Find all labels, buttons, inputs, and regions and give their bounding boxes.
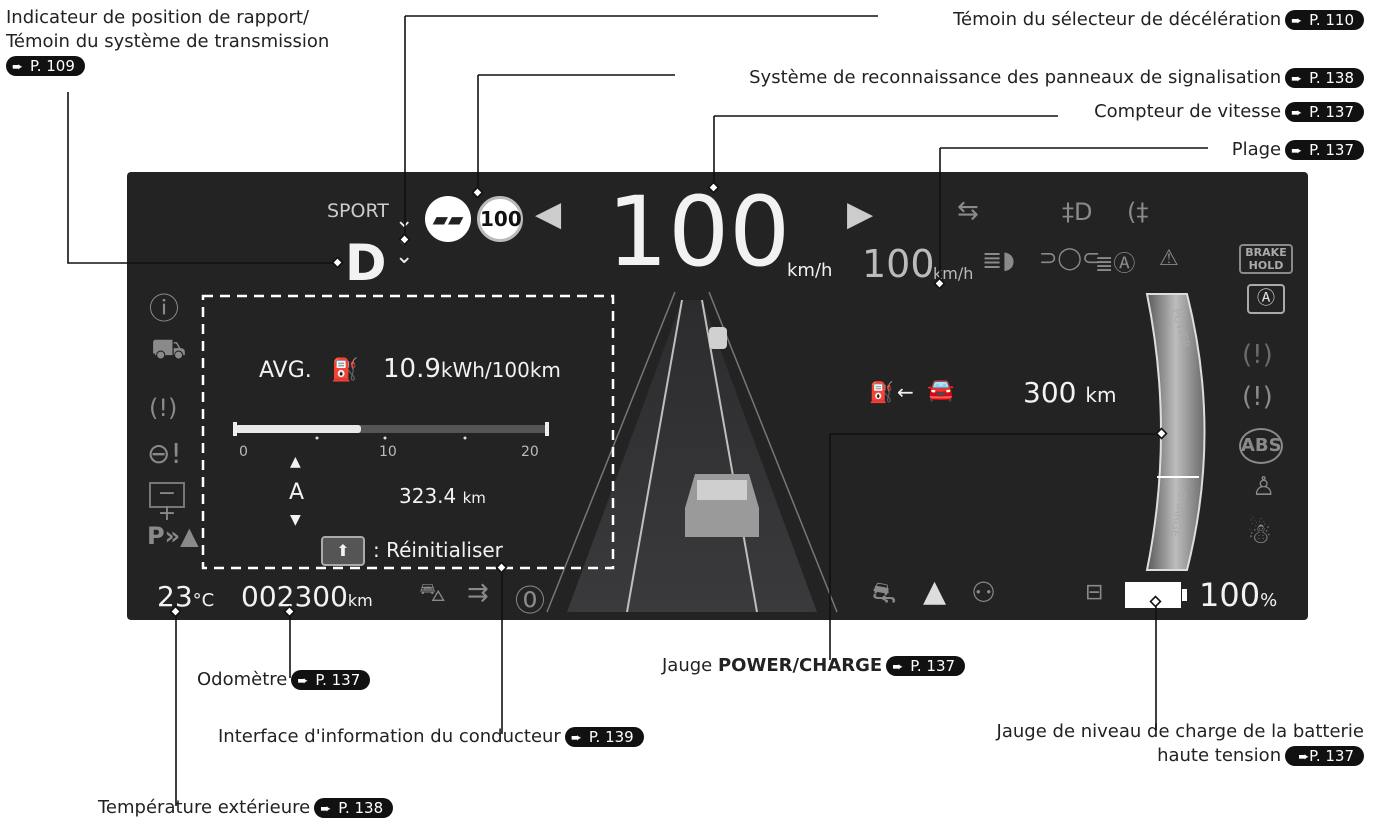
arrow-right-icon: ▶ xyxy=(847,194,874,234)
road-graphic xyxy=(201,291,1206,613)
fog-light-icon: ‡D xyxy=(1062,198,1093,226)
scale-20: 20 xyxy=(521,444,539,460)
arrow-icon: ➨ xyxy=(297,674,309,689)
charger-icon: ⛽ xyxy=(331,358,359,383)
trip-label: A xyxy=(289,480,305,505)
lane-keep-icon: ▲ xyxy=(923,574,947,609)
auto-headlight-icon: ≣Ⓐ xyxy=(1095,252,1136,277)
arrow-icon: ➨ xyxy=(320,802,332,817)
page-ref-pill[interactable]: ➨P. 137 xyxy=(886,656,966,676)
no-overtaking-sign-icon: ▰▰ xyxy=(425,196,471,242)
battery-icon: − + xyxy=(149,482,185,525)
range-car-icon: 🚘 xyxy=(927,378,955,403)
brake-warning-icon: (!) xyxy=(1242,340,1273,370)
callout-gear: Indicateur de position de rapport/ Témoi… xyxy=(6,6,329,78)
odometer: 002300km xyxy=(241,580,373,613)
avg-consumption: 10.9kWh/100km xyxy=(383,354,561,384)
arrow-icon: ➨ xyxy=(892,660,904,675)
seatbelt-icon: ♙ xyxy=(1252,472,1276,502)
aux-battery-icon: ⊟ xyxy=(1085,580,1104,605)
door-open-icon: ⛍ xyxy=(419,578,446,608)
abs-icon: ABS xyxy=(1239,428,1283,464)
instrument-cluster: SPORT D ⌄⌄⌄ ▰▰ 100 ◀ 100 km/h ▶ 100 km/h… xyxy=(127,172,1308,620)
arrow-icon: ➨ xyxy=(570,731,582,746)
range-arrow-icon: ← xyxy=(897,380,914,404)
speed-limit-sign: 100 xyxy=(477,196,523,242)
range-value: 300 km xyxy=(1023,376,1117,409)
headlight-icon: ≣◗ xyxy=(982,246,1015,274)
acc-icon: ⛐ xyxy=(872,576,897,609)
outside-temp: 23°C xyxy=(157,580,215,613)
auto-stop-icon: Ⓐ xyxy=(1247,284,1285,314)
page-ref-pill[interactable]: ➨P. 110 xyxy=(1285,10,1364,30)
arrow-icon: ➨ xyxy=(1291,106,1303,121)
key-icon: ⓪ xyxy=(515,584,545,619)
callout-speedometer: Compteur de vitesse➨P. 137 xyxy=(1094,100,1364,124)
tpms-icon: (!) xyxy=(149,394,178,422)
info-icon: ⓘ xyxy=(149,292,179,327)
speed-unit: km/h xyxy=(787,260,833,281)
callout-decel: Témoin du sélecteur de décélération➨P. 1… xyxy=(953,8,1364,32)
callout-odometer: Odomètre➨P. 137 xyxy=(197,668,371,692)
reset-label: : Réinitialiser xyxy=(373,538,503,562)
callout-range: Plage➨P. 137 xyxy=(1232,138,1364,162)
side-light-icon: ⊃◯⊂ xyxy=(1039,246,1101,271)
page-ref-pill[interactable]: ➨P. 138 xyxy=(1285,68,1364,88)
set-speed: 100 xyxy=(862,242,935,286)
brake-system-icon: (!) xyxy=(1242,382,1273,412)
trip-distance: 323.4 km xyxy=(399,484,486,508)
arrow-icon: ➨ xyxy=(1291,14,1303,29)
range-charger-icon: ⛽ xyxy=(869,380,894,404)
skid-icon: ⛟ xyxy=(151,332,187,365)
driver-info-box xyxy=(201,294,615,570)
page-ref-pill[interactable]: ➨P. 138 xyxy=(314,798,394,818)
lead-car-icon xyxy=(709,327,727,349)
gear-indicator: D xyxy=(345,234,387,292)
page-ref-pill[interactable]: ➨P. 139 xyxy=(564,727,644,747)
page-ref-pill[interactable]: ➨P. 137 xyxy=(1285,140,1364,160)
callout-temperature: Température extérieure➨P. 138 xyxy=(98,796,394,820)
arrow-icon: ➨ xyxy=(1291,72,1303,87)
rear-fog-icon: (‡ xyxy=(1127,198,1149,226)
callout-driver-info: Interface d'information du conducteur➨P.… xyxy=(218,725,644,749)
arrow-icon: ➨ xyxy=(12,60,23,75)
scale-10: 10 xyxy=(379,444,397,460)
callout-power-gauge: Jauge POWER/CHARGE➨P. 137 xyxy=(662,654,966,678)
steering-warning-icon: ⊖! xyxy=(147,437,182,470)
arrow-icon: ➨ xyxy=(1291,144,1303,159)
power-charge-gauge xyxy=(1145,293,1206,571)
lane-assist-icon: ⇉ xyxy=(467,578,489,608)
reset-button-icon[interactable]: ⬆ xyxy=(321,536,365,566)
speedometer: 100 xyxy=(607,176,791,288)
page-ref-pill[interactable]: ➨P. 137 xyxy=(1285,746,1364,766)
trip-up-arrow-icon[interactable]: ▲ xyxy=(290,454,301,470)
page-ref-pill[interactable]: ➨P. 137 xyxy=(1285,102,1364,122)
arrow-icon: ➨ xyxy=(1298,750,1310,765)
avg-label: AVG. xyxy=(259,358,312,383)
car-alert-icon: ⚠ xyxy=(1159,246,1179,271)
scale-0: 0 xyxy=(239,444,248,460)
collision-icon: ⚇ xyxy=(971,576,997,609)
drive-mode: SPORT xyxy=(327,200,389,222)
set-speed-unit: km/h xyxy=(933,264,974,283)
parking-sensor-icon: P»▲ xyxy=(147,522,199,550)
airbag-icon: ☃ xyxy=(1247,517,1273,550)
trip-down-arrow-icon[interactable]: ▼ xyxy=(290,512,301,528)
page-ref-pill[interactable]: ➨P. 109 xyxy=(6,56,85,76)
arrow-left-icon: ◀ xyxy=(535,194,562,234)
lane-change-icon: ⇆ xyxy=(957,196,979,226)
battery-percent: 100% xyxy=(1199,576,1278,614)
page-ref-pill[interactable]: ➨P. 137 xyxy=(291,670,371,690)
callout-battery: Jauge de niveau de charge de la batterie… xyxy=(996,721,1364,766)
callout-traffic-sign: Système de reconnaissance des panneaux d… xyxy=(749,66,1364,90)
